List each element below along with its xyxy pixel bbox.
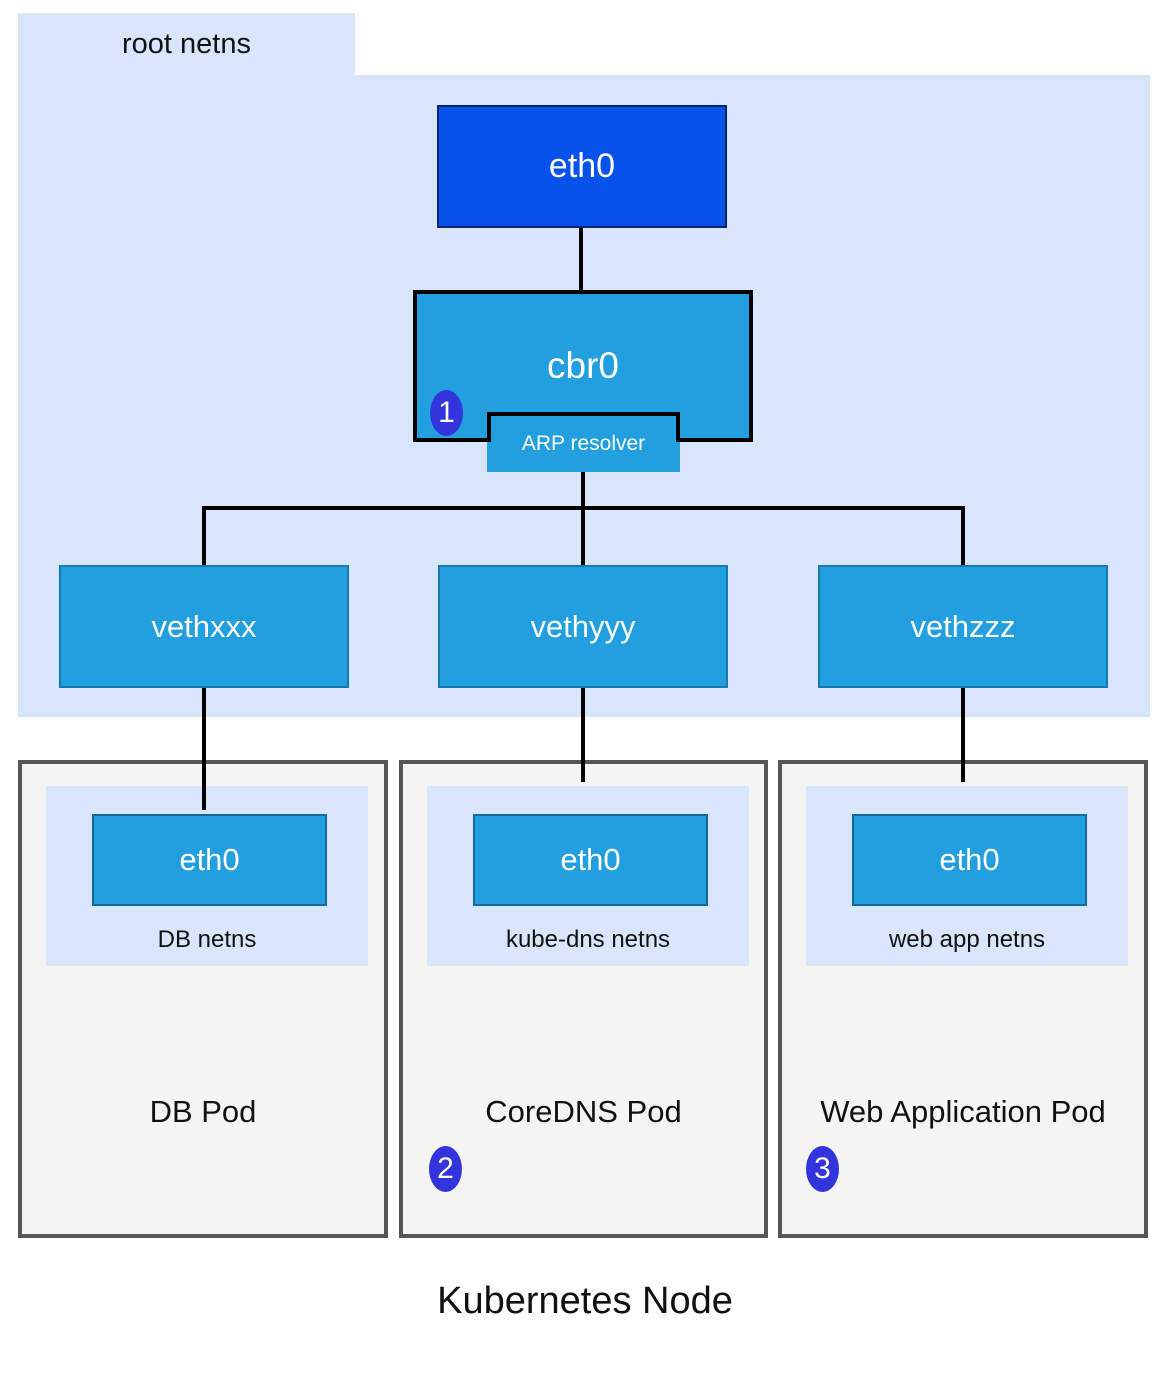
connector-arp-bus [581, 472, 585, 565]
connector-bus-vethzzz [961, 506, 965, 565]
arp-resolver-label: ARP resolver [521, 432, 646, 455]
kube-dns-netns-region: eth0 kube-dns netns [427, 786, 749, 966]
coredns-pod-eth0-label: eth0 [560, 842, 621, 877]
vethxxx-label: vethxxx [151, 608, 257, 644]
coredns-pod-title: CoreDNS Pod [485, 1094, 682, 1129]
connector-vethxxx-db-pod [202, 688, 206, 810]
step-badge-2: 2 [429, 1146, 462, 1192]
connector-eth0-cbr0 [579, 228, 583, 290]
vethyyy-box: vethyyy [438, 565, 728, 688]
connector-vethzzz-web-pod [961, 688, 965, 782]
web-pod-title: Web Application Pod [820, 1094, 1106, 1129]
node-eth0-box: eth0 [437, 105, 727, 228]
node-eth0-label: eth0 [548, 147, 616, 185]
step-badge-1-number: 1 [438, 396, 455, 429]
root-netns-label: root netns [122, 27, 251, 60]
connector-bus-line [202, 506, 965, 510]
step-badge-3-number: 3 [814, 1152, 831, 1185]
web-pod-eth0-box: eth0 [852, 814, 1087, 906]
vethzzz-box: vethzzz [818, 565, 1108, 688]
diagram-title: Kubernetes Node [437, 1280, 733, 1322]
connector-vethyyy-dns-pod [581, 688, 585, 782]
step-badge-2-number: 2 [437, 1152, 454, 1185]
db-netns-label: DB netns [157, 926, 257, 953]
web-application-pod: eth0 web app netns Web Application Pod [778, 760, 1148, 1238]
vethyyy-label: vethyyy [530, 608, 636, 644]
root-netns-label-tab: root netns [18, 13, 355, 75]
step-badge-3: 3 [806, 1146, 839, 1192]
cbr0-label: cbr0 [547, 345, 619, 386]
web-app-netns-region: eth0 web app netns [806, 786, 1128, 966]
web-app-netns-label: web app netns [888, 926, 1046, 953]
db-pod: eth0 DB netns DB Pod [18, 760, 388, 1238]
db-pod-eth0-box: eth0 [92, 814, 327, 906]
db-netns-region: eth0 DB netns [46, 786, 368, 966]
db-pod-title: DB Pod [149, 1094, 257, 1129]
arp-resolver-box: ARP resolver [487, 412, 680, 472]
connector-bus-vethxxx [202, 506, 206, 565]
cbr0-bridge-box: cbr0 [413, 290, 753, 442]
web-pod-eth0-label: eth0 [939, 842, 1000, 877]
db-pod-eth0-label: eth0 [179, 842, 240, 877]
kube-dns-netns-label: kube-dns netns [505, 926, 671, 953]
coredns-pod-eth0-box: eth0 [473, 814, 708, 906]
vethzzz-label: vethzzz [910, 608, 1016, 644]
vethxxx-box: vethxxx [59, 565, 349, 688]
step-badge-1: 1 [430, 390, 463, 436]
